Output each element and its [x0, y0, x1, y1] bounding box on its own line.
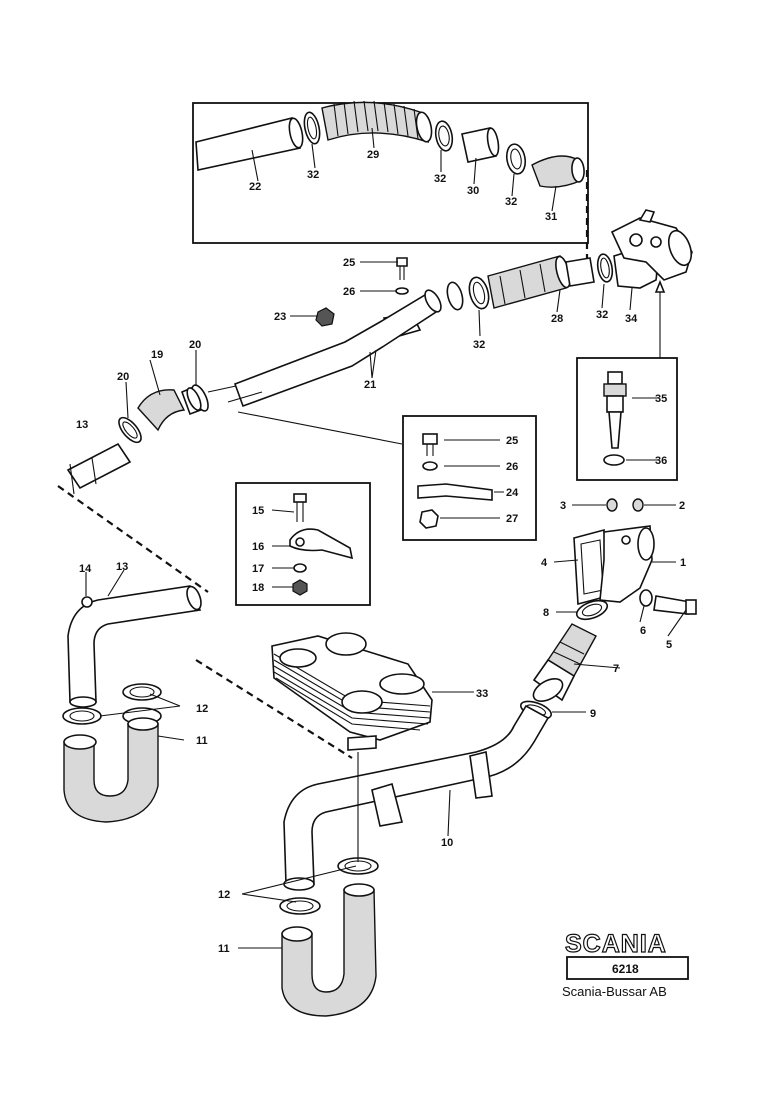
- detail-hose-assembly: [195, 100, 585, 212]
- link-line-cooler: [195, 659, 353, 759]
- callout-3: 3: [560, 500, 566, 512]
- callout-6: 6: [640, 625, 646, 637]
- bracket-box-leader: [237, 411, 403, 445]
- callout-36: 36: [655, 455, 667, 467]
- callout-labels: 22 32 29 32 30 32 31 25 26 23 32 28 32 3…: [76, 149, 686, 955]
- callout-27: 27: [506, 513, 518, 525]
- callout-25: 25: [343, 257, 355, 269]
- callout-32: 32: [596, 309, 608, 321]
- callout-11: 11: [218, 943, 230, 955]
- callout-35: 35: [655, 393, 667, 405]
- callout-12: 12: [196, 703, 208, 715]
- callout-17: 17: [252, 563, 264, 575]
- callout-16: 16: [252, 541, 264, 553]
- callout-32: 32: [307, 169, 319, 181]
- callout-18: 18: [252, 582, 264, 594]
- callout-34: 34: [625, 313, 638, 325]
- callout-20: 20: [189, 339, 201, 351]
- callout-32: 32: [473, 339, 485, 351]
- callout-14: 14: [79, 563, 92, 575]
- upper-pipe-assembly: [66, 209, 693, 495]
- lower-main-pipe: [238, 704, 550, 1017]
- callout-23: 23: [274, 311, 286, 323]
- callout-12: 12: [218, 889, 230, 901]
- callout-22: 22: [249, 181, 261, 193]
- callout-21: 21: [364, 379, 376, 391]
- callout-31: 31: [545, 211, 557, 223]
- callout-26: 26: [506, 461, 518, 473]
- callout-19: 19: [151, 349, 163, 361]
- callout-29: 29: [367, 149, 379, 161]
- detail-box-support: [235, 482, 371, 606]
- callout-33: 33: [476, 688, 488, 700]
- bracket-parts: [417, 433, 504, 529]
- drawing-code: 6218: [612, 962, 639, 976]
- callout-4: 4: [541, 557, 548, 569]
- callout-26: 26: [343, 286, 355, 298]
- callout-10: 10: [441, 837, 453, 849]
- sensor-part: [603, 371, 658, 466]
- callout-24: 24: [506, 487, 519, 499]
- callout-8: 8: [543, 607, 549, 619]
- scania-logo-block: SCANIA 6218 Scania-Bussar AB: [562, 929, 689, 999]
- callout-13: 13: [76, 419, 88, 431]
- maker-name: Scania-Bussar AB: [562, 984, 667, 999]
- callout-32: 32: [434, 173, 446, 185]
- callout-25: 25: [506, 435, 518, 447]
- detail-box-sensor: [576, 357, 678, 481]
- scania-logo: SCANIA: [565, 930, 667, 958]
- support-parts: [271, 493, 354, 596]
- callout-1: 1: [680, 557, 686, 569]
- callout-32: 32: [505, 196, 517, 208]
- right-intake-parts: [519, 498, 697, 720]
- drawing-code-box: [566, 956, 689, 980]
- callout-9: 9: [590, 708, 596, 720]
- oil-cooler: [271, 632, 474, 751]
- callout-11: 11: [196, 735, 208, 747]
- callout-15: 15: [252, 505, 264, 517]
- callout-30: 30: [467, 185, 479, 197]
- callout-5: 5: [666, 639, 672, 651]
- link-line-13: [57, 485, 209, 593]
- callout-13: 13: [116, 561, 128, 573]
- left-lower-pipes: [62, 569, 202, 823]
- callout-20: 20: [117, 371, 129, 383]
- detail-box-bracket: [402, 415, 537, 541]
- callout-28: 28: [551, 313, 563, 325]
- callout-7: 7: [613, 663, 619, 675]
- callout-2: 2: [679, 500, 685, 512]
